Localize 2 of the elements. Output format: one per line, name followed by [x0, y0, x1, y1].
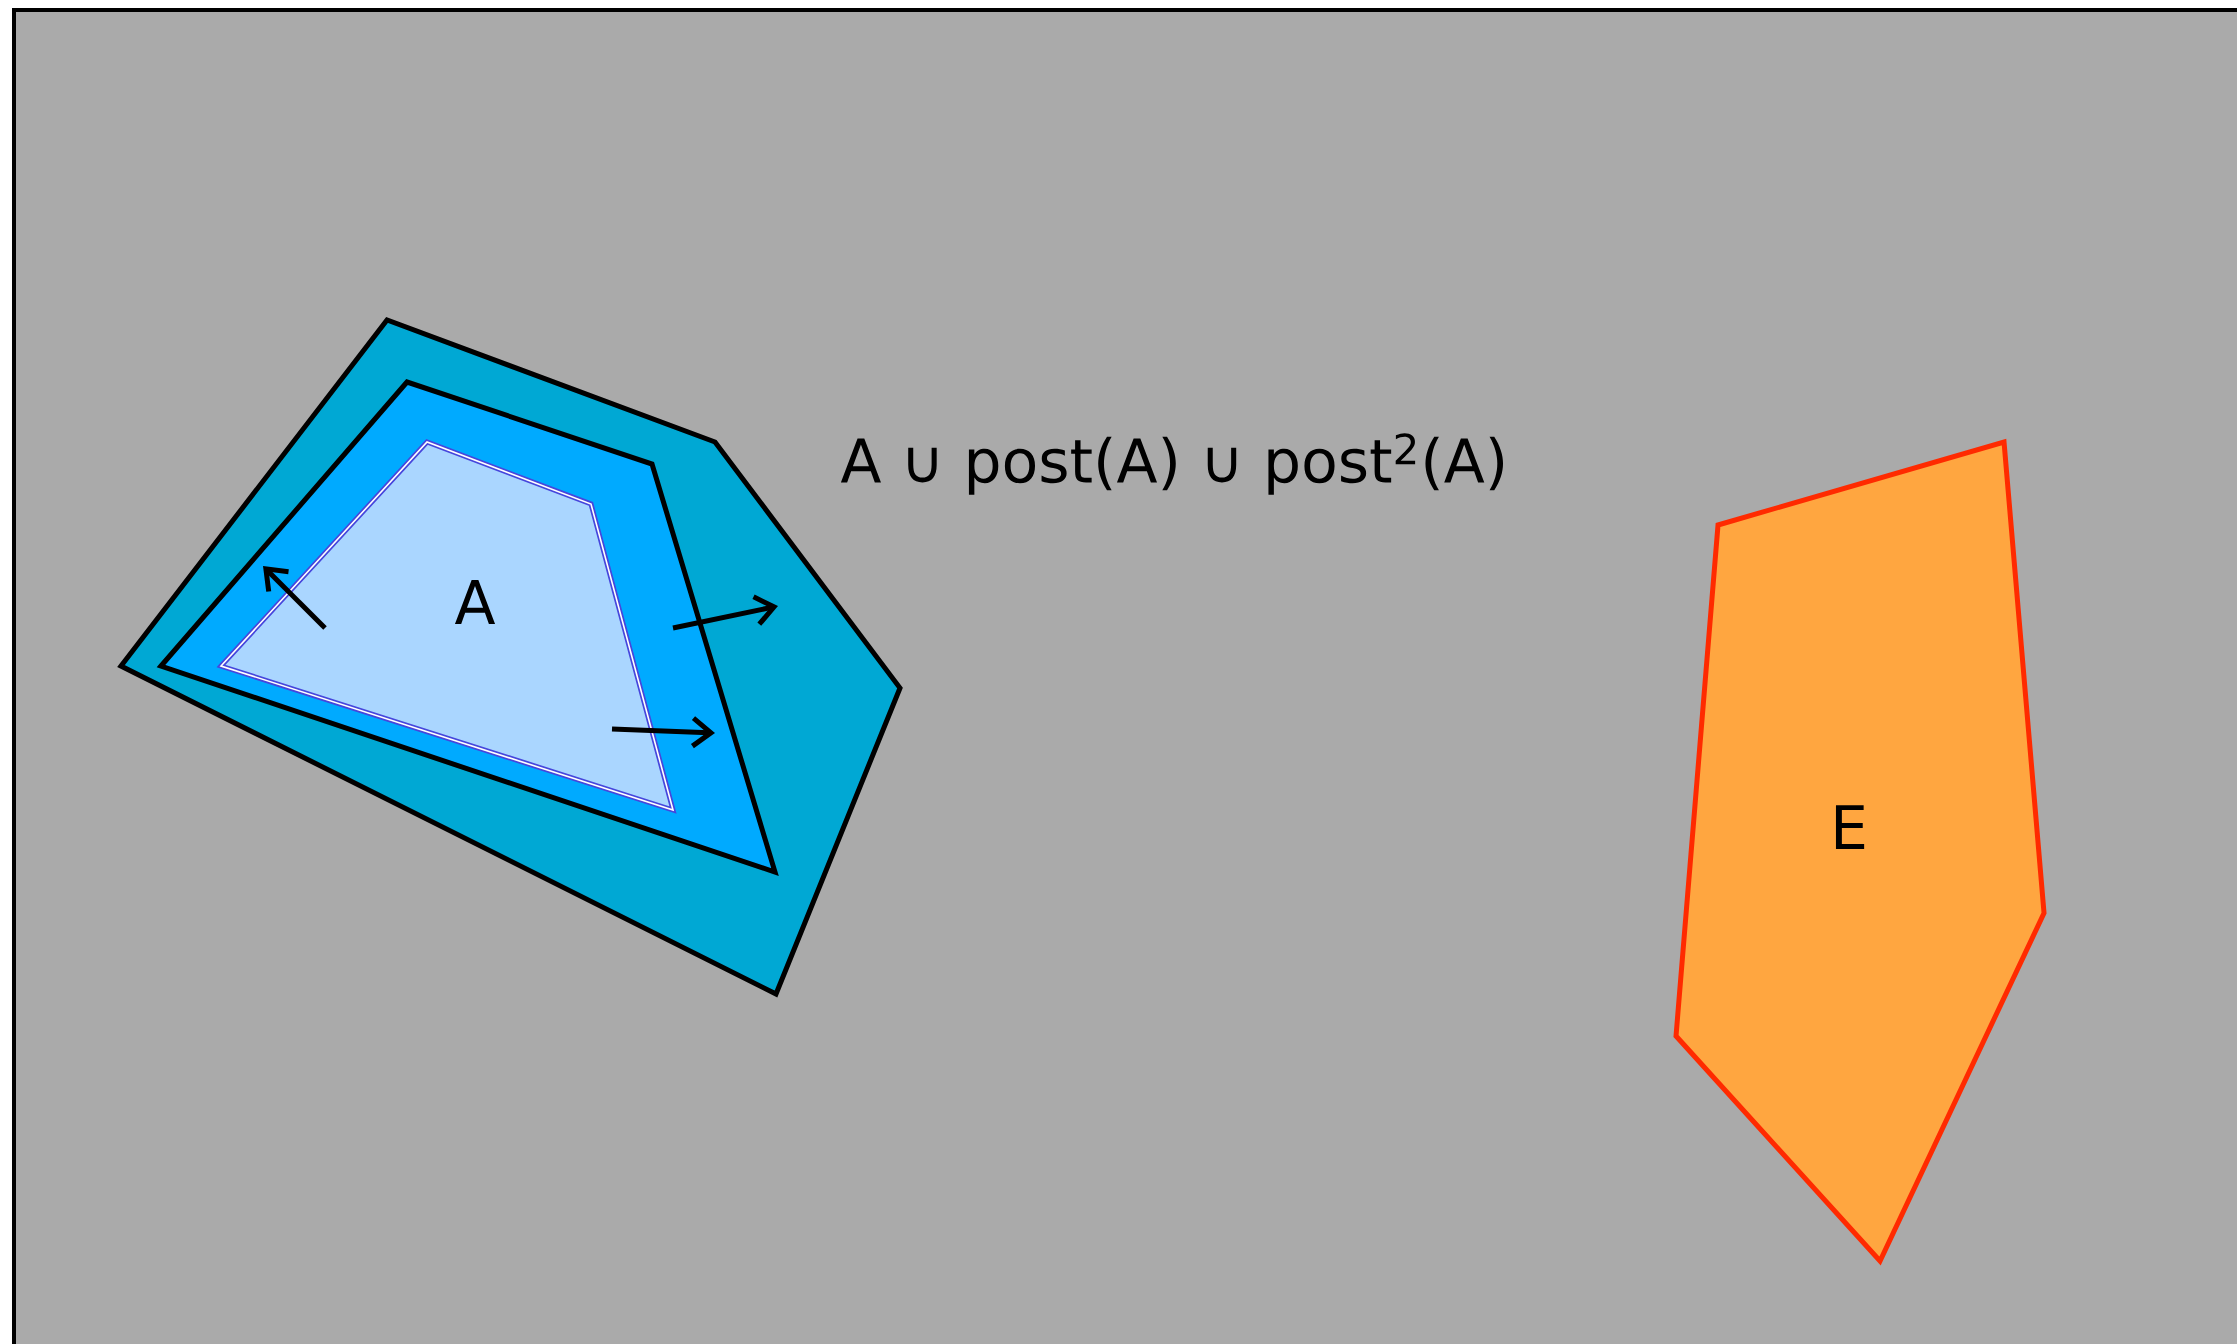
- region-label: A ∪ post(A) ∪ post$^{2}$(A): [840, 433, 1503, 495]
- polygon-region: E: [1673, 438, 2047, 1266]
